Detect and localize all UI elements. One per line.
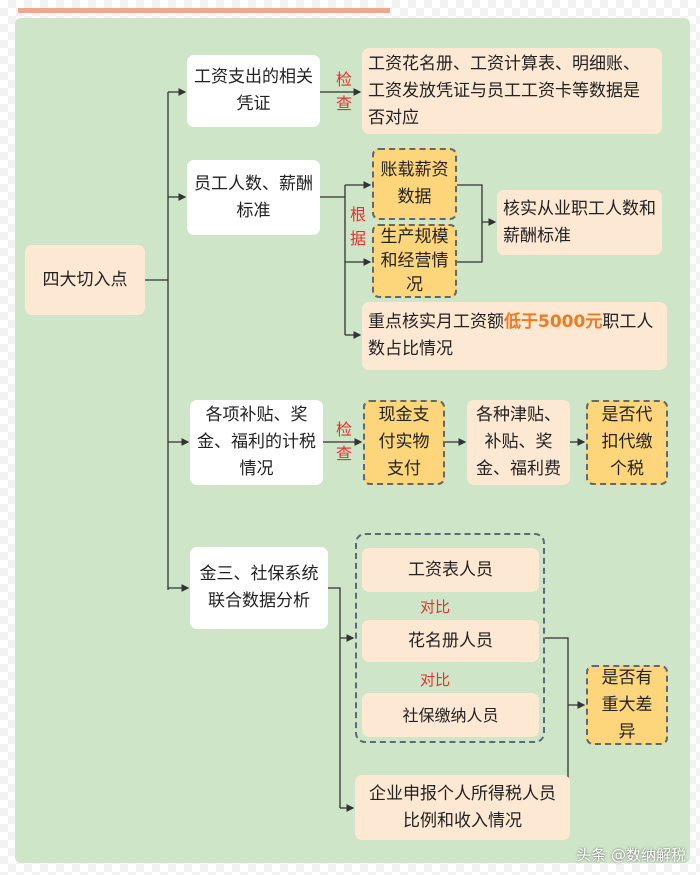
root-node: 四大切入点 [25, 245, 145, 315]
branch-headcount-salary: 员工人数、薪酬标准 [187, 160, 320, 235]
focus-prefix: 重点核实月工资额 [368, 312, 504, 332]
relation-check-2: 检查 [335, 420, 352, 463]
compare-group [355, 533, 545, 743]
basis-book-salary: 账载薪资数据 [372, 148, 457, 220]
focus-suffix: 职工人数占比情况 [368, 312, 654, 359]
allowance-items: 各种津贴、补贴、奖金、福利费 [467, 400, 570, 485]
relation-basis: 根据 [349, 205, 366, 248]
focus-low-salary: 重点核实月工资额低于5000元职工人数占比情况 [362, 302, 667, 370]
branch-salary-vouchers: 工资支出的相关凭证 [187, 55, 320, 127]
iit-declaration: 企业申报个人所得税人员比例和收入情况 [355, 775, 570, 840]
compare-label-2: 对比 [420, 671, 451, 689]
compare-label-1: 对比 [420, 598, 451, 616]
withholding-check: 是否代扣代缴个税 [586, 400, 668, 485]
payment-method: 现金支付实物支付 [363, 400, 445, 485]
relation-check-1: 检查 [335, 70, 352, 113]
verify-headcount: 核实从业职工人数和薪酬标准 [497, 190, 662, 255]
basis-production-scale: 生产规模和经营情况 [372, 224, 457, 298]
major-difference-check: 是否有重大差异 [586, 665, 668, 745]
focus-highlight: 低于5000元 [504, 312, 603, 332]
top-accent-bar [18, 8, 390, 13]
branch-allowances: 各项补贴、奖金、福利的计税情况 [190, 400, 323, 485]
watermark: 头条 @数纳解税 [576, 846, 686, 864]
voucher-check-target: 工资花名册、工资计算表、明细账、工资发放凭证与员工工资卡等数据是否对应 [362, 48, 662, 134]
branch-joint-analysis: 金三、社保系统联合数据分析 [190, 547, 328, 629]
social-security-staff: 社保缴纳人员 [362, 693, 539, 737]
roster-staff: 花名册人员 [362, 620, 539, 662]
payroll-staff: 工资表人员 [362, 548, 539, 592]
